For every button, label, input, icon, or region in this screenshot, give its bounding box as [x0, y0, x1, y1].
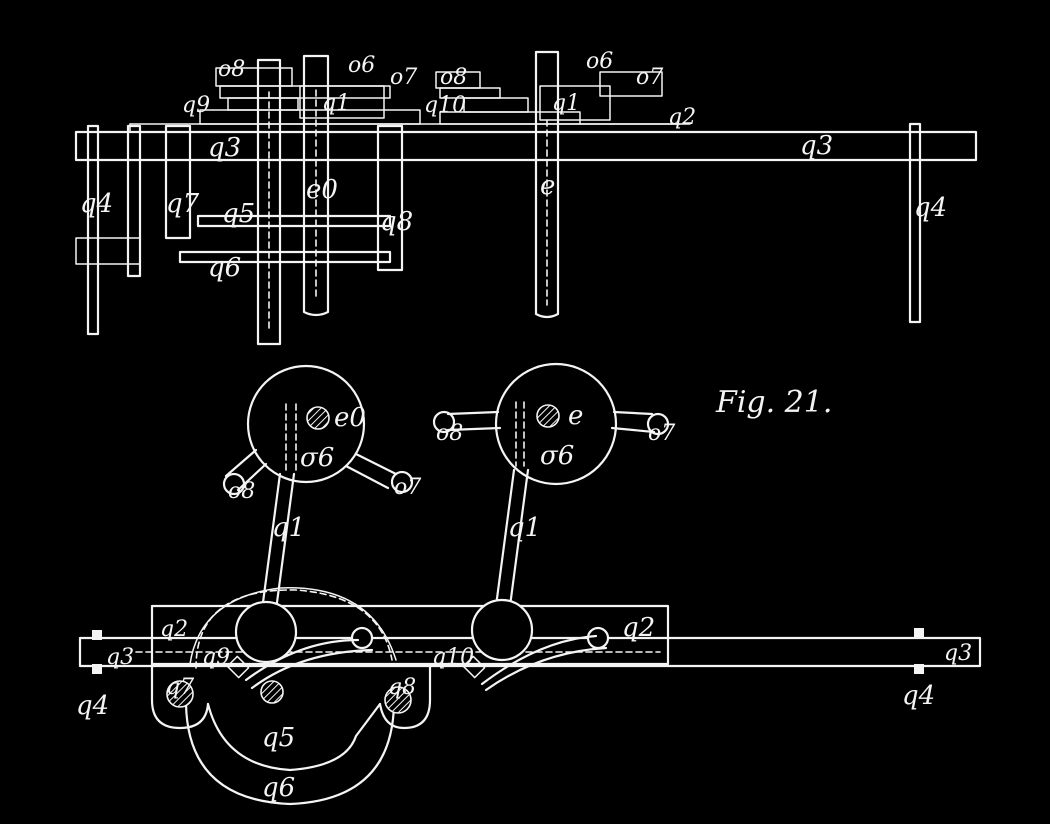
label-o8-plan-right: o8 — [436, 421, 463, 446]
label-o6-top-right: o6 — [586, 49, 613, 74]
bar-q3 — [74, 130, 978, 162]
pin-o7-left — [390, 470, 414, 494]
label-q8-plan-left: o8 — [228, 479, 255, 504]
plate-q7 — [164, 124, 192, 240]
label-q9-plan: q9 — [202, 645, 230, 670]
label-q4-top-right: q4 — [914, 193, 947, 223]
frame-q2 — [150, 604, 670, 666]
label-o7-top-right: o7 — [636, 65, 663, 90]
label-o7-plan-left: o7 — [394, 475, 421, 500]
pin-q8 — [384, 686, 412, 714]
label-q4-top-left: q4 — [80, 189, 113, 219]
hub-left — [234, 600, 298, 664]
plan-view: o8 e0 σ6 o7 o8 e σ6 o7 q1 q1 q2 q2 q3 q3… — [76, 362, 982, 806]
disc-sigma6-right — [494, 362, 618, 486]
label-q6-plan: q6 — [262, 773, 295, 803]
shaft-e-section — [536, 404, 560, 428]
label-q9-top: q9 — [182, 93, 210, 118]
bar-q4-right — [908, 122, 922, 324]
label-q2-plan-left: q2 — [160, 617, 188, 642]
label-q1-top-left: q1 — [322, 91, 350, 116]
label-q10-top: q10 — [424, 93, 466, 118]
disc-sigma6-left — [246, 364, 366, 484]
bracket-left — [126, 124, 142, 278]
label-o8-top-left: o8 — [218, 57, 245, 82]
elevation-view: q9 q10 o8 o6 o7 o8 o6 o7 q1 q1 q2 q3 q3 … — [74, 49, 978, 346]
pin-q7 — [166, 680, 194, 708]
label-q8-top: q8 — [380, 207, 413, 237]
label-q8-plan: q8 — [388, 675, 416, 700]
label-q10-plan: q10 — [432, 645, 474, 670]
pin-q5 — [260, 680, 284, 704]
rod-q6 — [178, 250, 392, 264]
hub-small-left — [350, 626, 374, 650]
hub-right — [470, 598, 534, 662]
figure-caption: Fig. 21. — [715, 385, 832, 420]
label-q1-plan-right: q1 — [508, 513, 541, 543]
shaft-e0 — [302, 54, 330, 317]
label-q3-top-right: q3 — [800, 131, 833, 161]
plate-q5 — [206, 702, 382, 772]
label-q5-plan: q5 — [262, 723, 295, 753]
bar-q4-left — [86, 124, 100, 336]
pin-o8-right — [432, 410, 456, 434]
label-e0-top: e0 — [306, 175, 338, 205]
link-q1-left — [260, 472, 296, 612]
label-o8-top-right: o8 — [440, 65, 467, 90]
shaft-e0-section — [306, 406, 330, 430]
label-q1-plan-left: q1 — [272, 513, 305, 543]
label-q2-plan-right: q2 — [622, 613, 655, 643]
link-q1-right — [494, 468, 530, 608]
label-e-plan: e — [568, 401, 583, 431]
shaft-left — [256, 58, 282, 346]
label-o7-top-left: o7 — [390, 65, 417, 90]
label-q2-top: q2 — [668, 105, 696, 130]
label-o6-top-left: o6 — [348, 53, 375, 78]
label-sigma6-left: σ6 — [300, 443, 334, 473]
rod-q5 — [196, 214, 392, 228]
hub-small-right — [586, 626, 610, 650]
shaft-e — [534, 50, 560, 319]
pin-o7-right — [646, 412, 670, 436]
block-q4-right — [914, 628, 924, 638]
pin-o8-left — [222, 472, 246, 496]
label-e0-plan: e0 — [334, 403, 366, 433]
label-q4-plan-right: q4 — [902, 681, 935, 711]
label-q5-top: q5 — [222, 199, 255, 229]
label-e-top: e — [540, 171, 555, 201]
label-o7-plan-right: o7 — [648, 421, 675, 446]
block-q4-left — [92, 630, 102, 640]
label-q3-top-left: q3 — [208, 133, 241, 163]
plate-q6 — [184, 702, 396, 806]
label-q7-top: q7 — [166, 189, 200, 219]
label-sigma6-right: σ6 — [540, 441, 574, 471]
label-q3-plan-left: q3 — [106, 645, 134, 670]
label-q7-plan: q7 — [166, 675, 194, 700]
label-q3-plan-right: q3 — [944, 641, 972, 666]
label-q4-plan-left: q4 — [76, 691, 109, 721]
plate-q8 — [376, 124, 404, 272]
label-q6-top: q6 — [208, 253, 241, 283]
label-q1-top-right: q1 — [552, 91, 580, 116]
